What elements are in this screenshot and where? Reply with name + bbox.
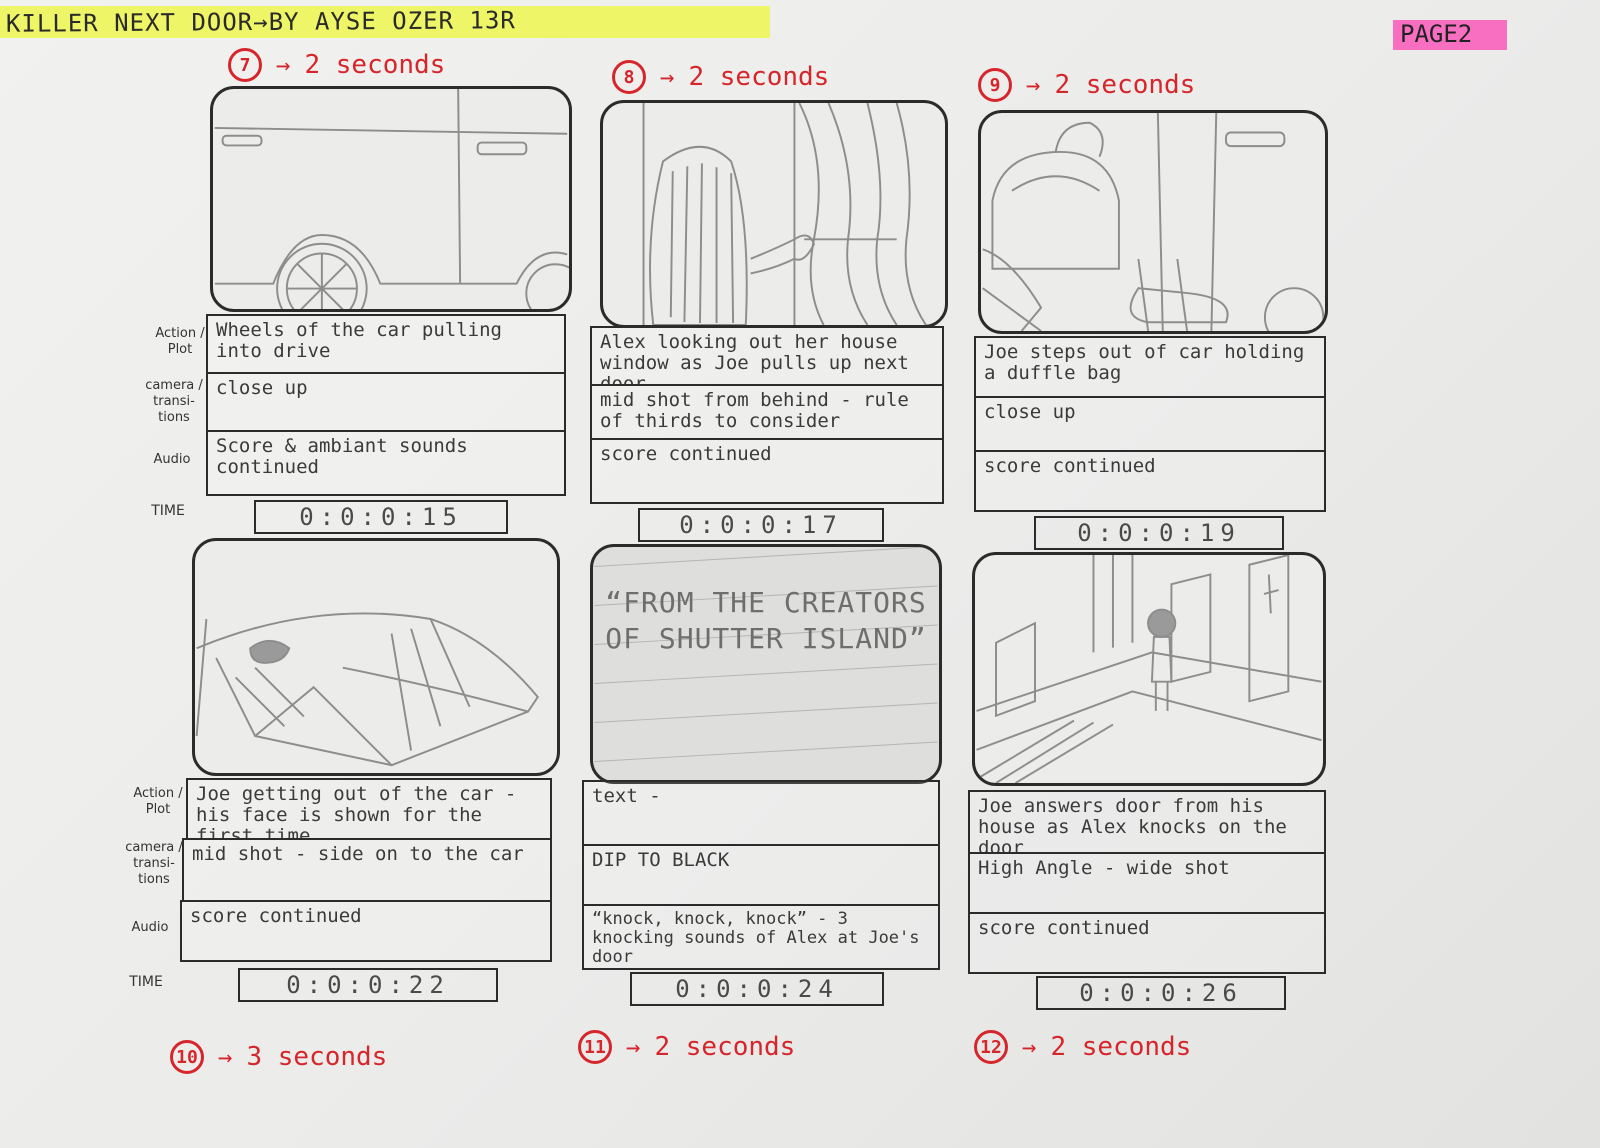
frame-joe-face-car-sketch <box>192 538 560 776</box>
duration-label-11: 11 → 2 seconds <box>578 1030 795 1064</box>
row-label-camera: camera / transi- tions <box>145 378 203 425</box>
arrow-icon: → <box>626 1033 641 1061</box>
duration: 2 seconds <box>1054 70 1196 100</box>
audio-box: Score & ambiant sounds continued <box>206 430 566 496</box>
duration: 2 seconds <box>304 50 446 80</box>
audio-box: score continued <box>968 912 1326 974</box>
joe-face-car-sketch <box>195 612 540 767</box>
timecode: 0:0:0:26 <box>1036 976 1286 1010</box>
arrow-icon: → <box>660 63 675 91</box>
girl-at-window-sketch <box>642 103 927 325</box>
action-box: text - <box>582 780 940 846</box>
joe-steps-out-sketch <box>982 113 1325 331</box>
duration-label-12: 12 → 2 seconds <box>974 1030 1191 1064</box>
camera-box: High Angle - wide shot <box>968 852 1326 914</box>
camera-box: close up <box>206 372 566 432</box>
duration: 2 seconds <box>654 1032 796 1062</box>
duration: 2 seconds <box>688 62 830 92</box>
row-label-audio: Audio <box>131 920 169 935</box>
shot-number: 12 <box>974 1030 1008 1064</box>
action-box: Joe steps out of car holding a duffle ba… <box>974 336 1326 398</box>
timecode: 0:0:0:17 <box>638 508 884 542</box>
timecode: 0:0:0:15 <box>254 500 508 534</box>
timecode: 0:0:0:19 <box>1034 516 1284 550</box>
shot-number: 10 <box>170 1040 204 1074</box>
row-label-action: Action / Plot <box>155 326 205 357</box>
storyboard-title: KILLER NEXT DOOR→BY AYSE OZER 13R <box>5 6 516 38</box>
arrow-icon: → <box>276 51 291 79</box>
page-highlight <box>1393 20 1507 50</box>
frame-girl-at-window-sketch <box>600 100 948 328</box>
hallway-door-sketch <box>976 555 1322 783</box>
camera-box: mid shot from behind - rule of thirds to… <box>590 384 944 440</box>
duration-label-9: 9 → 2 seconds <box>978 68 1195 102</box>
title-card-sketch <box>594 547 938 762</box>
title-card-text: “FROM THE CREATORS OF SHUTTER ISLAND” <box>605 586 927 655</box>
audio-box: score continued <box>180 900 552 962</box>
row-label-audio: Audio <box>153 452 191 467</box>
frame-joe-steps-out-sketch <box>978 110 1328 334</box>
duration-label-10: 10 → 3 seconds <box>170 1040 387 1074</box>
duration-label-8: 8 → 2 seconds <box>612 60 829 94</box>
page-number: PAGE2 <box>1400 20 1473 48</box>
title-highlight <box>0 6 770 38</box>
camera-box: mid shot - side on to the car <box>182 838 552 902</box>
duration-label-7: 7 → 2 seconds <box>228 48 445 82</box>
car-wheel-sketch <box>214 89 569 309</box>
shot-number: 7 <box>228 48 262 82</box>
audio-box: “knock, knock, knock” - 3 knocking sound… <box>582 904 940 970</box>
audio-box: score continued <box>590 438 944 504</box>
audio-box: score continued <box>974 450 1326 512</box>
shot-number: 11 <box>578 1030 612 1064</box>
row-label-camera: camera / transi- tions <box>125 840 183 887</box>
action-box: Wheels of the car pulling into drive <box>206 314 566 374</box>
row-label-time: TIME <box>129 974 163 990</box>
timecode: 0:0:0:24 <box>630 972 884 1006</box>
camera-box: close up <box>974 396 1326 452</box>
row-label-action: Action / Plot <box>133 786 183 817</box>
timecode: 0:0:0:22 <box>238 968 498 1002</box>
frame-car-wheel-sketch <box>210 86 572 312</box>
duration: 2 seconds <box>1050 1032 1192 1062</box>
frame-title-card-sketch: “FROM THE CREATORS OF SHUTTER ISLAND” <box>590 544 942 784</box>
row-label-time: TIME <box>151 503 185 519</box>
action-box: Joe answers door from his house as Alex … <box>968 790 1326 854</box>
arrow-icon: → <box>1022 1033 1037 1061</box>
camera-box: DIP TO BLACK <box>582 844 940 906</box>
arrow-icon: → <box>1026 71 1041 99</box>
action-box: Joe getting out of the car - his face is… <box>186 778 552 840</box>
arrow-icon: → <box>218 1043 233 1071</box>
shot-number: 9 <box>978 68 1012 102</box>
shot-number: 8 <box>612 60 646 94</box>
duration: 3 seconds <box>246 1042 388 1072</box>
frame-hallway-door-sketch <box>972 552 1326 786</box>
action-box: Alex looking out her house window as Joe… <box>590 326 944 386</box>
